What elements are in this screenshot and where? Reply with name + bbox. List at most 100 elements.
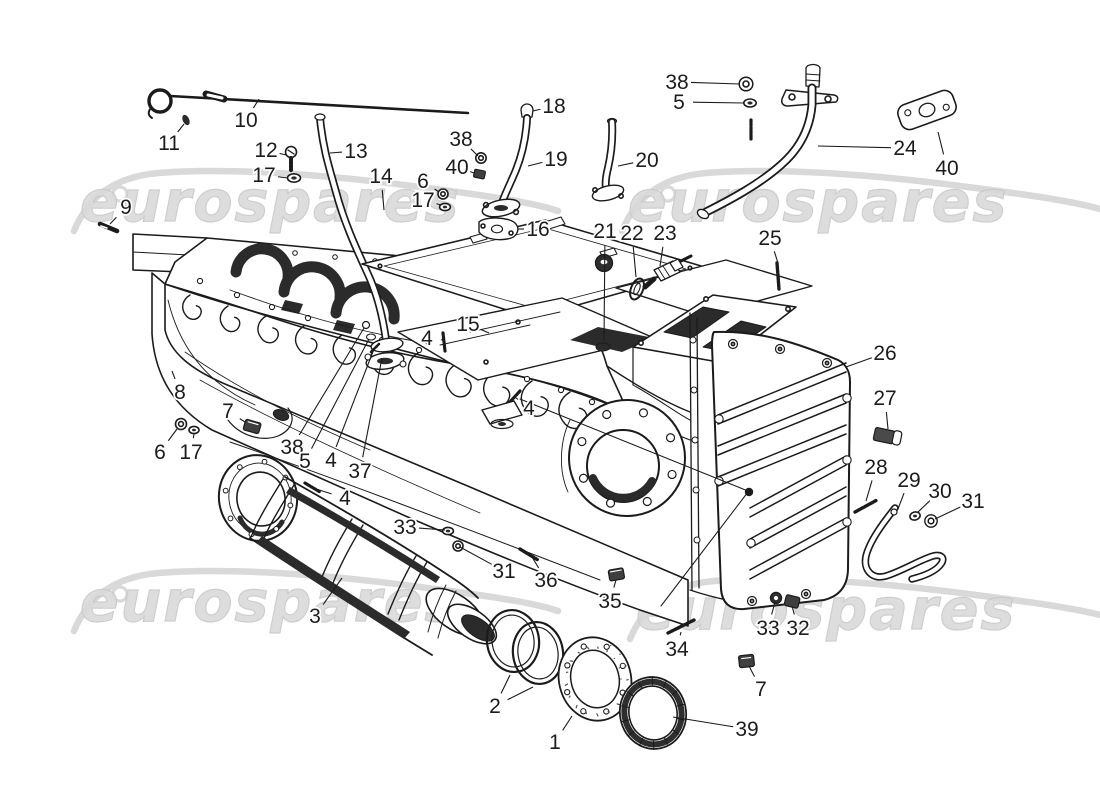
drawing-detail [679, 254, 693, 263]
drawing-detail [589, 474, 656, 502]
leader-line [659, 246, 664, 267]
drawing-detail [717, 433, 847, 487]
drawing-detail [314, 113, 326, 121]
drawing-detail [717, 393, 847, 447]
tube-assembly-3 [217, 454, 498, 656]
drawing-detail [147, 88, 173, 114]
leader-line [192, 433, 195, 439]
drawing-detail [206, 93, 224, 100]
washer-5-b [742, 98, 757, 108]
callout-29: 29 [896, 467, 922, 510]
drawing-detail [671, 690, 679, 696]
part-number-label: 24 [893, 137, 917, 160]
drawing-detail [147, 107, 153, 119]
drawing-detail [292, 250, 298, 256]
drawing-detail [520, 380, 549, 417]
drawing-detail [692, 486, 700, 494]
drawing-detail [690, 386, 698, 394]
part-number-label: 4 [325, 449, 337, 472]
callout-21: 21 [592, 218, 618, 342]
drawing-detail [627, 730, 635, 736]
callout-31: 31 [934, 488, 986, 520]
leader-line [335, 348, 375, 448]
callout-22: 22 [619, 220, 645, 278]
temp-sender-23 [642, 254, 693, 290]
plug-35 [607, 567, 626, 582]
drawing-detail [657, 265, 671, 280]
drawing-detail [588, 398, 596, 406]
drawing-detail [637, 681, 643, 689]
drawing-detail [192, 428, 196, 432]
drawing-detail [824, 360, 830, 366]
callout-15: 15 [455, 311, 490, 338]
drawing-detail [777, 346, 783, 352]
part-number-label: 7 [755, 678, 767, 701]
drawing-detail [863, 505, 945, 582]
plug-40-b [473, 168, 486, 180]
drawing-detail [399, 360, 407, 368]
washer-17-c [438, 202, 452, 212]
callout-38: 38 [664, 69, 741, 96]
drawing-detail [746, 595, 758, 607]
drawing-detail [606, 649, 608, 652]
callout-6: 6 [152, 428, 178, 466]
drawing-detail [621, 705, 629, 708]
callout-13: 13 [329, 138, 369, 165]
drawing-detail [284, 476, 479, 599]
plug-7-a [242, 418, 262, 435]
drawing-detail [512, 208, 520, 216]
drawing-detail [580, 708, 587, 715]
callout-38: 38 [448, 126, 479, 157]
drawing-detail [749, 598, 755, 604]
drawing-detail [669, 258, 684, 272]
drawing-detail [842, 517, 852, 527]
part-number-label: 27 [873, 387, 896, 410]
drawing-detail [439, 191, 446, 198]
drawing-detail [481, 400, 523, 425]
callout-11: 11 [156, 123, 185, 157]
drawing-detail [691, 436, 699, 444]
part-number-label: 4 [421, 327, 433, 350]
drawing-detail [477, 154, 485, 162]
callout-18: 18 [532, 93, 567, 120]
part-number-label: 40 [935, 157, 958, 180]
drawing-detail [665, 433, 676, 443]
leader-line [252, 98, 260, 109]
drawing-detail [746, 538, 756, 548]
drawing-detail [632, 384, 691, 421]
leader-line [459, 546, 492, 565]
drawing-detail [693, 536, 701, 544]
washer-30 [909, 511, 921, 521]
leader-line [177, 123, 185, 133]
drawing-detail [570, 660, 573, 662]
drawing-detail [229, 289, 421, 343]
callout-34: 34 [664, 631, 691, 663]
drawing-detail [483, 359, 489, 365]
part-number-label: 31 [492, 560, 515, 583]
part-number-label: 15 [456, 313, 479, 336]
plug-7-b [738, 653, 755, 669]
drawing-detail [595, 342, 611, 352]
drawing-detail [842, 455, 852, 465]
drawing-detail [100, 225, 108, 229]
watermark-1: eurospares [70, 167, 562, 236]
drawing-detail [560, 419, 571, 493]
drawing-detail [890, 508, 898, 516]
callout-40: 40 [934, 131, 960, 182]
leader-line [617, 162, 634, 167]
drawing-detail [361, 320, 371, 330]
gearbox-extension [606, 294, 797, 605]
drawing-detail [490, 418, 514, 430]
part-number-label: 23 [653, 222, 676, 245]
leader-line [315, 488, 332, 495]
drawing-detail [97, 221, 120, 234]
leader-line [937, 131, 945, 155]
part-number-label: 25 [758, 227, 781, 250]
part-number-label: 32 [786, 617, 809, 640]
leader-line [692, 101, 745, 104]
drawing-detail [442, 205, 448, 209]
watermark-swoosh [618, 167, 1100, 235]
drawing-detail [427, 584, 457, 639]
